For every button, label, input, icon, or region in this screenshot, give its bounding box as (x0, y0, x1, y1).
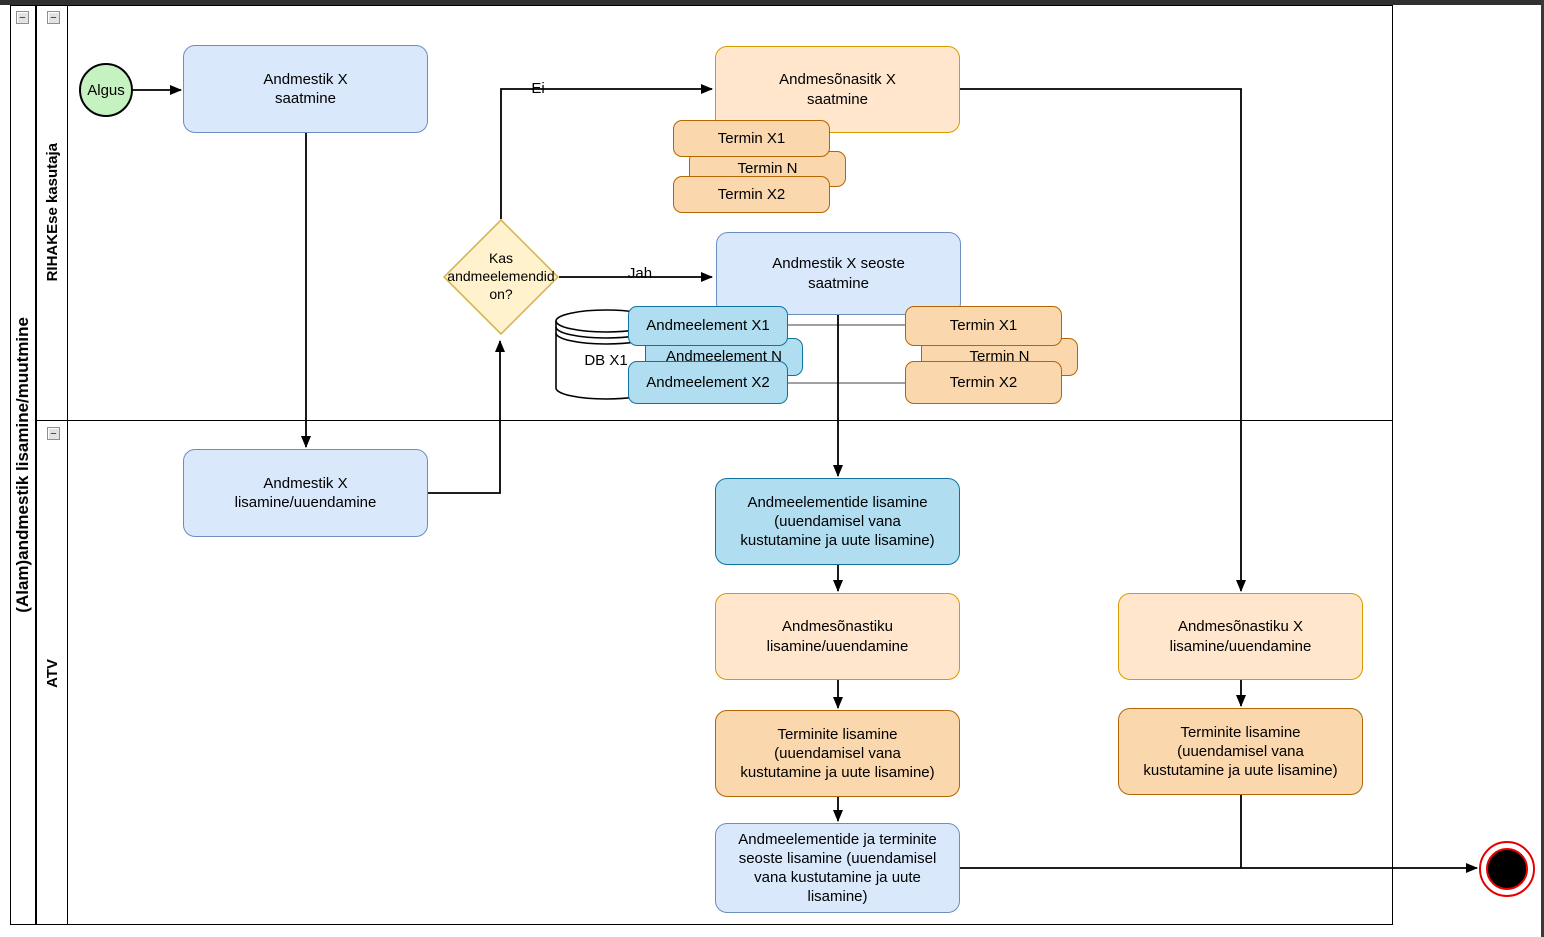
task-andmestik-x-saatmine[interactable]: Andmestik X saatmine (183, 45, 428, 133)
task-andmeelementide-lisamine[interactable]: Andmeelementide lisamine (uuendamisel va… (715, 478, 960, 565)
data-object-termin-x1-top[interactable]: Termin X1 (673, 120, 830, 157)
data-object-termin-x2-top[interactable]: Termin X2 (673, 176, 830, 213)
task-andmesonastiku-x-lisamine-uuendamine[interactable]: Andmesõnastiku X lisamine/uuendamine (1118, 593, 1363, 680)
start-event-algus[interactable]: Algus (79, 63, 133, 117)
edge-label-ei[interactable]: Ei (531, 80, 545, 97)
data-object-termin-x2-mid[interactable]: Termin X2 (905, 361, 1062, 404)
datastore-label: DB X1 (584, 352, 628, 369)
window-right-edge (1541, 0, 1544, 937)
gateway-label: Kas andmeelemendid on? (447, 250, 555, 303)
task-andmestik-x-lisamine-uuendamine[interactable]: Andmestik X lisamine/uuendamine (183, 449, 428, 537)
pool-collapse-button[interactable]: − (16, 11, 29, 24)
task-andmesonasitk-x-saatmine[interactable]: Andmesõnasitk X saatmine (715, 46, 960, 133)
window-top-edge (0, 0, 1544, 5)
data-object-andmeelement-x2[interactable]: Andmeelement X2 (628, 361, 788, 404)
lane1-collapse-button[interactable]: − (47, 11, 60, 24)
collapse-icon: − (19, 11, 26, 24)
edge-label-jah[interactable]: Jah (627, 265, 653, 282)
task-terminite-lisamine-center[interactable]: Terminite lisamine (uuendamisel vana kus… (715, 710, 960, 797)
lane2-collapse-button[interactable]: − (47, 427, 60, 440)
task-seoste-lisamine[interactable]: Andmeelementide ja terminite seoste lisa… (715, 823, 960, 913)
gateway-kas-andmeelemendid-on[interactable] (443, 219, 559, 335)
end-event[interactable] (1479, 841, 1535, 897)
task-terminite-lisamine-right[interactable]: Terminite lisamine (uuendamisel vana kus… (1118, 708, 1363, 795)
lane-band (36, 5, 68, 925)
data-object-termin-x1-mid[interactable]: Termin X1 (905, 306, 1062, 346)
collapse-icon: − (50, 11, 57, 24)
lane-divider (36, 420, 1393, 421)
task-andmestik-x-seoste-saatmine[interactable]: Andmestik X seoste saatmine (716, 232, 961, 315)
task-andmesonastiku-lisamine-uuendamine[interactable]: Andmesõnastiku lisamine/uuendamine (715, 593, 960, 680)
end-event-icon (1486, 848, 1528, 890)
pool-title-band[interactable]: (Alam)andmestik lisamine/muutmine (10, 5, 36, 925)
collapse-icon: − (50, 427, 57, 440)
data-object-andmeelement-x1[interactable]: Andmeelement X1 (628, 306, 788, 346)
